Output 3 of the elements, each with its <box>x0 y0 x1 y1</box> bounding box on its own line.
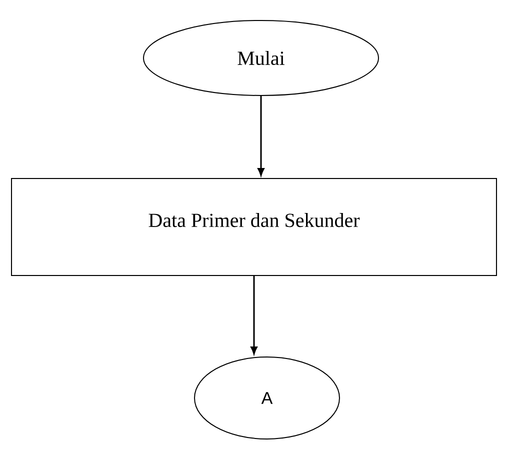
process-box: Data Primer dan Sekunder <box>11 178 497 276</box>
arrow <box>258 96 264 176</box>
arrow <box>250 276 258 354</box>
